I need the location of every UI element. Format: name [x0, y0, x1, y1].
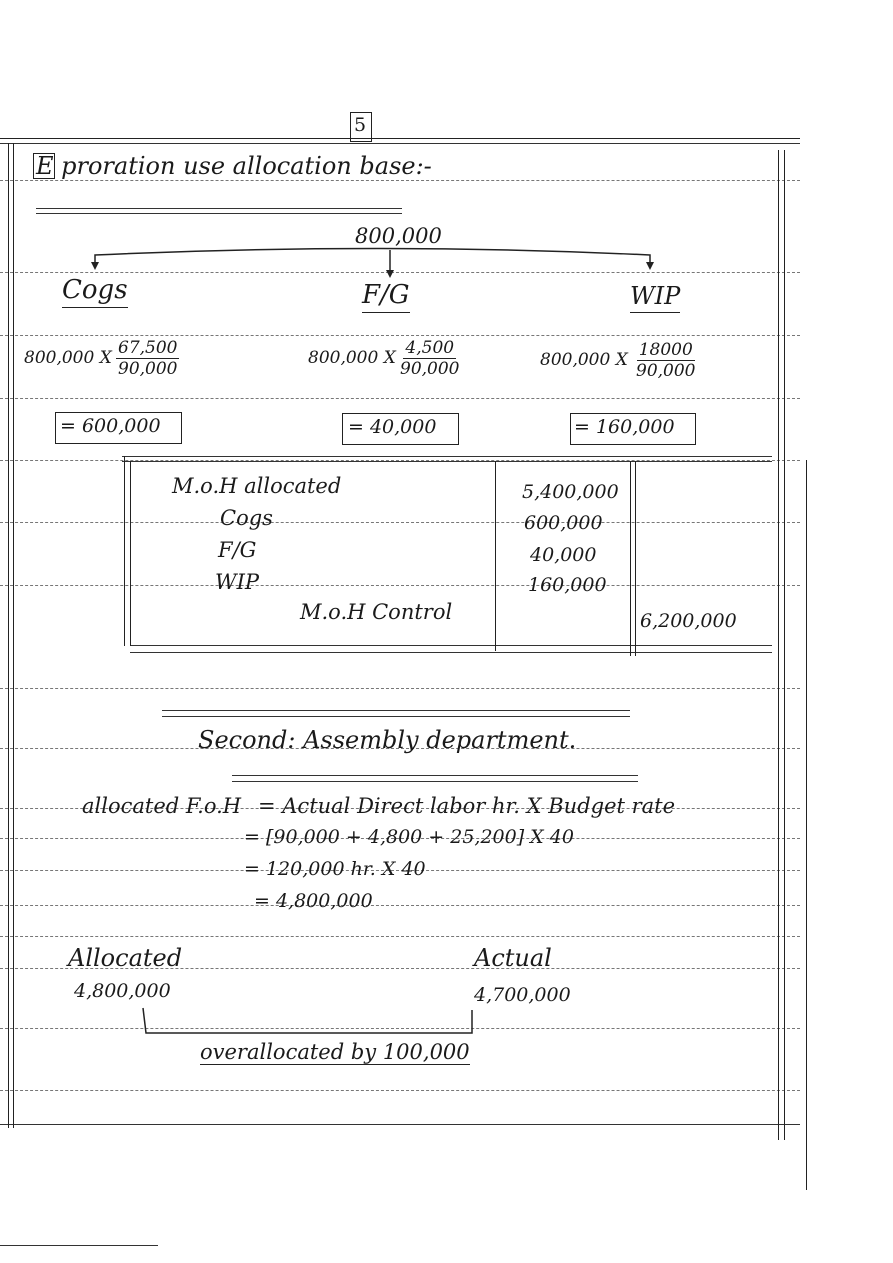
journal-credit: 6,200,000 — [640, 610, 737, 632]
fg-result-box — [342, 413, 459, 445]
heading-underline — [36, 208, 402, 209]
journal-debit: 600,000 — [524, 512, 603, 534]
journal-account: M.o.H allocated — [172, 474, 342, 498]
cogs-result-box — [55, 412, 182, 444]
cogs-label: Cogs — [62, 275, 128, 308]
formula-lhs: allocated F.o.H — [82, 794, 242, 818]
cogs-result: = 600,000 — [60, 415, 161, 437]
overallocated-conclusion: overallocated by 100,000 — [200, 1040, 470, 1065]
fg-calc: 800,000 X — [308, 348, 396, 368]
actual-label: Actual — [474, 944, 552, 972]
journal-account: M.o.H Control — [300, 600, 453, 624]
journal-debit: 5,400,000 — [522, 481, 619, 503]
cogs-calc: 800,000 X — [24, 348, 112, 368]
wip-fraction: 18000 90,000 — [636, 340, 696, 381]
cogs-fraction: 67,500 90,000 — [116, 338, 180, 379]
allocated-value: 4,800,000 — [74, 980, 171, 1002]
actual-value: 4,700,000 — [474, 984, 571, 1006]
formula-step-3: = 4,800,000 — [254, 890, 373, 912]
wip-result: = 160,000 — [574, 416, 675, 438]
fg-fraction: 4,500 90,000 — [400, 338, 460, 379]
wip-result-box — [570, 413, 696, 445]
wip-label: WIP — [630, 282, 681, 313]
journal-account: F/G — [218, 538, 257, 562]
total-overhead: 800,000 — [355, 224, 442, 248]
heading-marker-box — [33, 153, 55, 179]
allocation-tree-arrows — [91, 247, 654, 278]
journal-account: Cogs — [220, 506, 273, 530]
journal-debit: 40,000 — [530, 544, 597, 566]
proration-heading: E proration use allocation base:- — [36, 152, 432, 180]
fg-label: F/G — [362, 280, 410, 313]
wip-calc: 800,000 X — [540, 350, 628, 370]
fg-result: = 40,000 — [348, 416, 437, 438]
page-number-box — [350, 112, 372, 142]
formula-step-2: = 120,000 hr. X 40 — [244, 858, 426, 880]
page-number: 5 — [354, 114, 367, 136]
journal-account: WIP — [215, 570, 260, 594]
journal-debit: 160,000 — [528, 574, 607, 596]
section2-bottom-rule — [232, 775, 638, 776]
formula-rhs: = Actual Direct labor hr. X Budget rate — [258, 794, 676, 818]
formula-step-1: = [90,000 + 4,800 + 25,200] X 40 — [244, 826, 574, 848]
section2-title: Second: Assembly department. — [198, 726, 577, 754]
allocated-label: Allocated — [68, 944, 183, 972]
section2-top-rule — [162, 710, 630, 711]
